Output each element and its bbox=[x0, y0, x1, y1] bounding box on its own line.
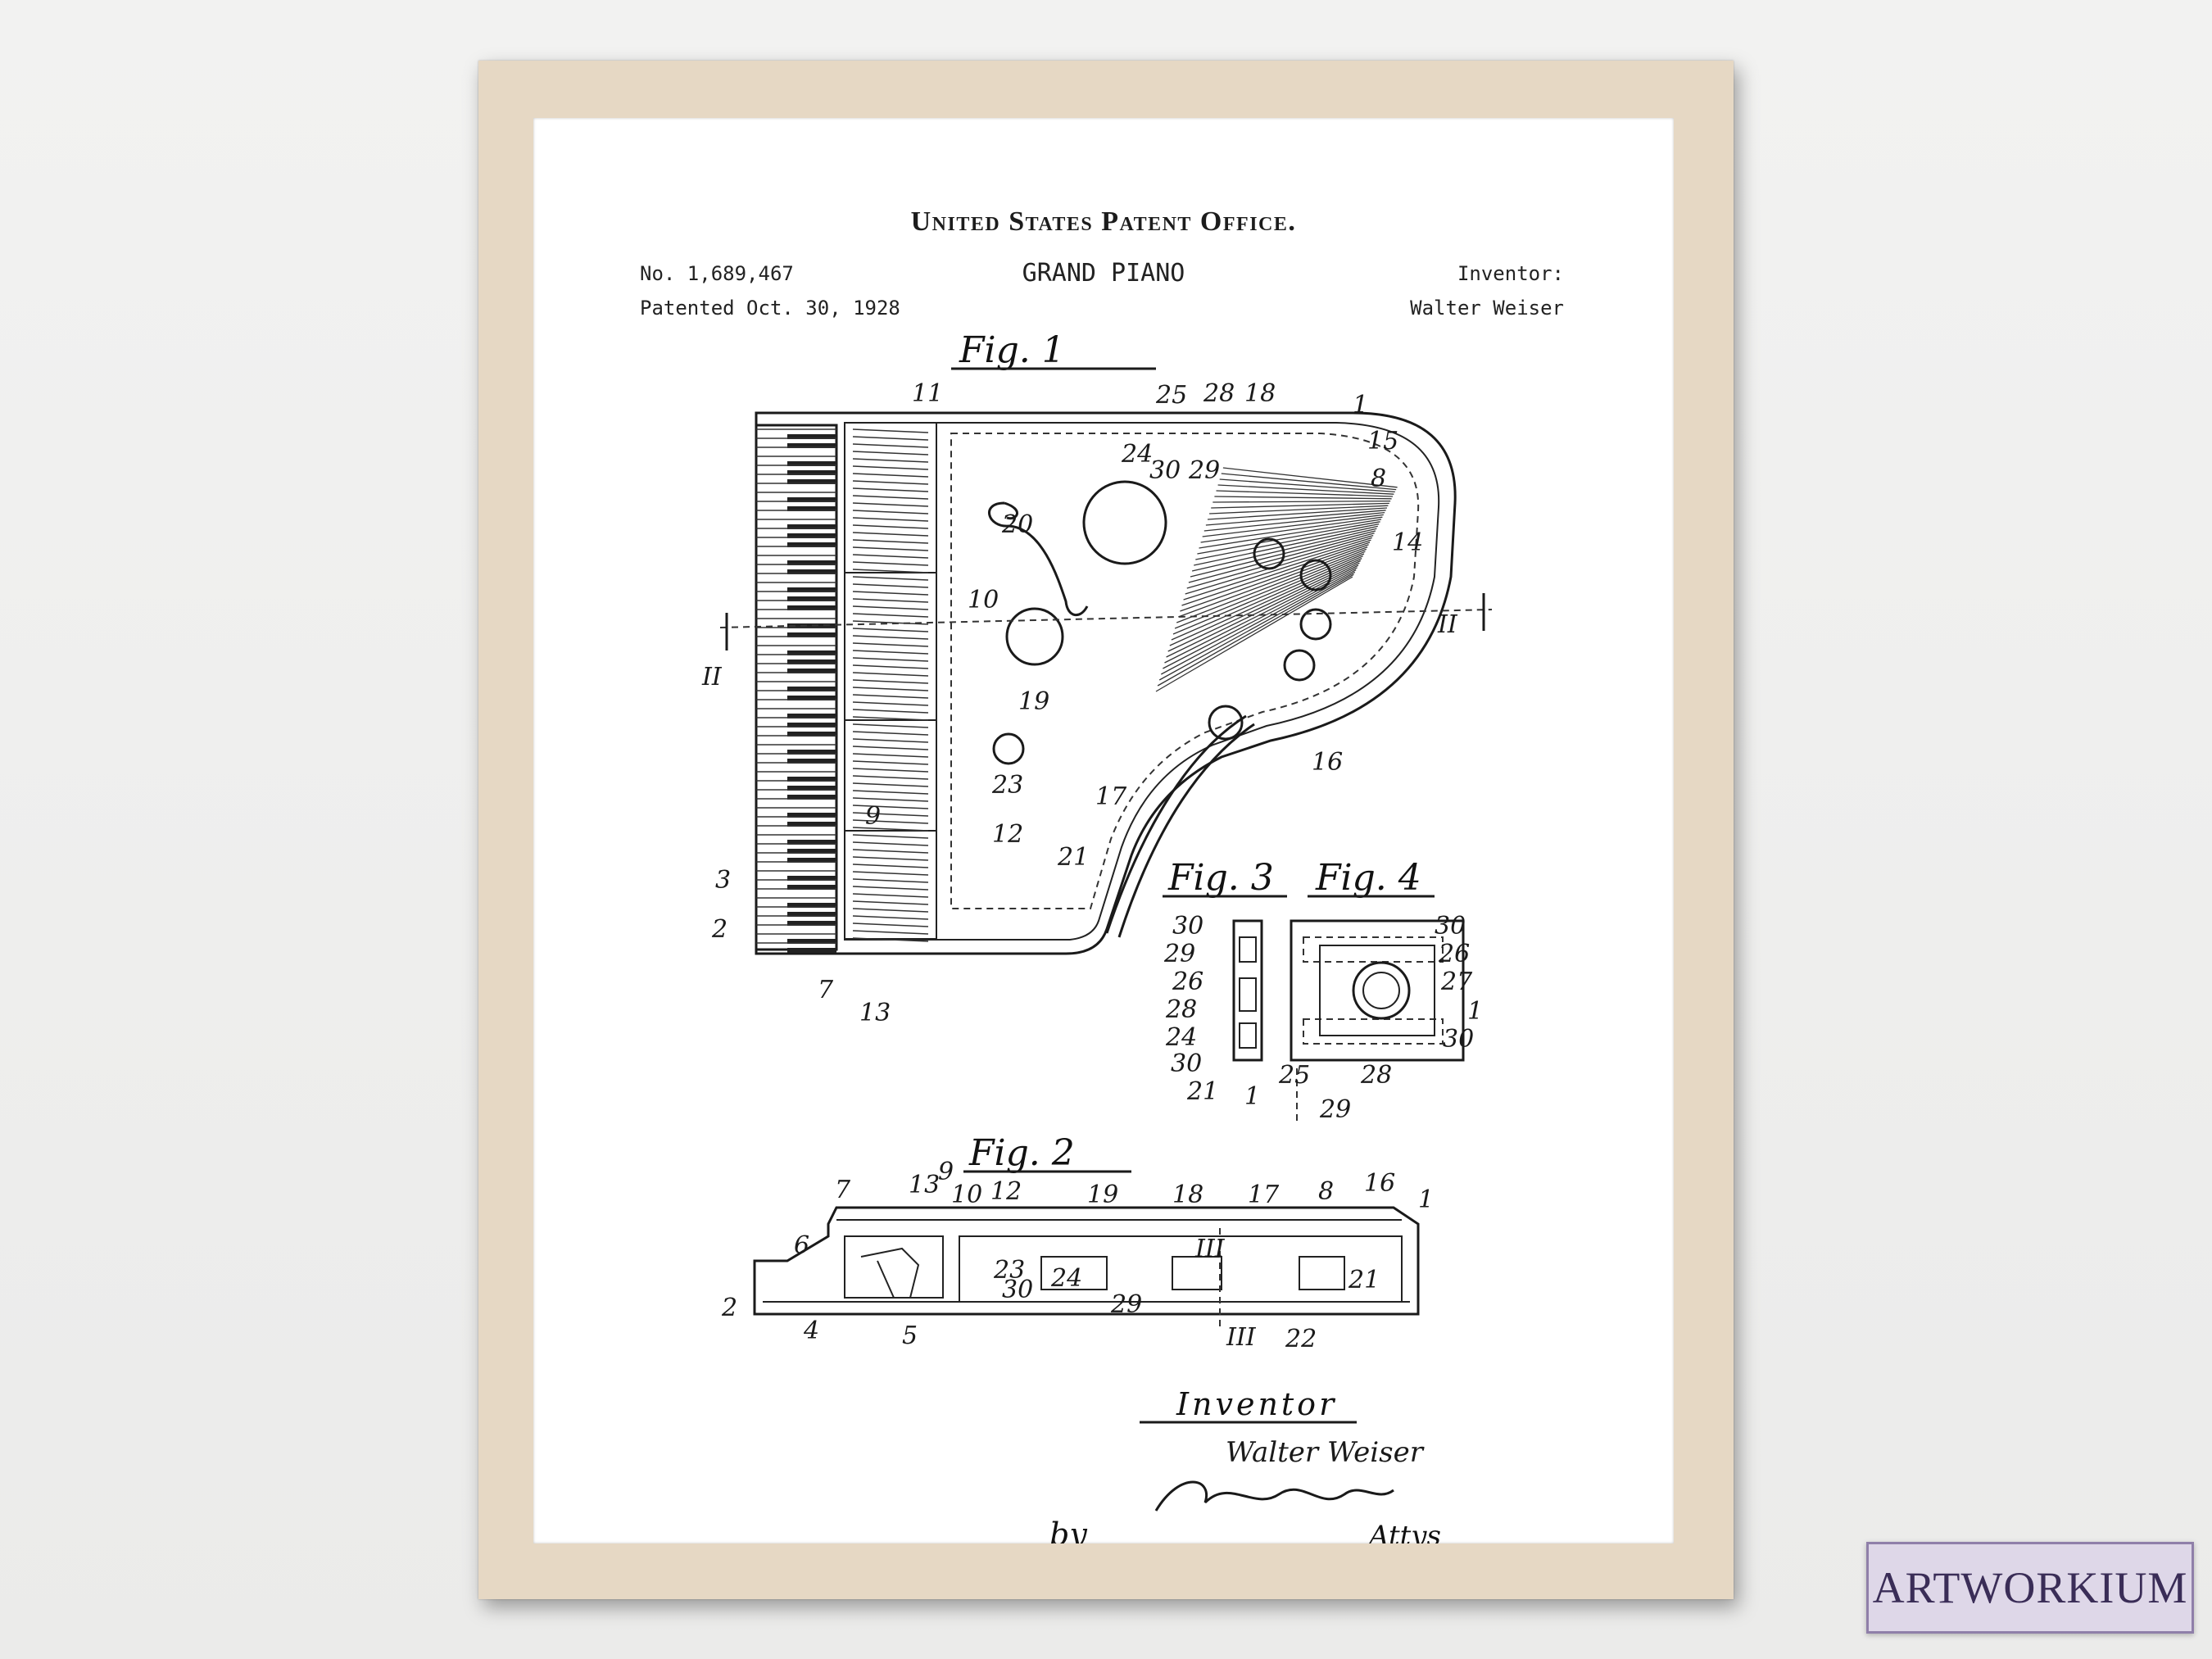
fig2-caption: Fig. 2 bbox=[968, 1132, 1075, 1174]
fig2-label: 7 bbox=[835, 1176, 851, 1204]
fig34-label: 26 bbox=[1172, 968, 1203, 996]
fig3-caption: Fig. 3 bbox=[1167, 857, 1274, 899]
fig2-label: III bbox=[1226, 1323, 1257, 1352]
fig1-caption: Fig. 1 bbox=[959, 329, 1065, 371]
fig2-label: 30 bbox=[1002, 1276, 1033, 1304]
fig1-label: 28 bbox=[1203, 379, 1235, 408]
fig1-label: 16 bbox=[1312, 748, 1343, 777]
fig1-label: 10 bbox=[968, 586, 999, 614]
brand-name: ARTWORKIUM bbox=[1872, 1563, 2188, 1612]
fig34-label: 30 bbox=[1435, 912, 1466, 941]
fig1-label: 24 bbox=[1121, 440, 1153, 469]
fig1-label: 13 bbox=[859, 999, 891, 1027]
fig34-label: 1 bbox=[1467, 997, 1483, 1026]
fig34-label: 24 bbox=[1165, 1023, 1197, 1052]
fig34-label: 21 bbox=[1186, 1077, 1218, 1106]
fig2-label: 16 bbox=[1364, 1169, 1395, 1198]
fig2-section-view: Fig. 2 bbox=[753, 1132, 1420, 1330]
fig1-label: 14 bbox=[1392, 528, 1423, 557]
fig1-label: 1 bbox=[1353, 391, 1368, 419]
fig2-label: 4 bbox=[803, 1317, 819, 1345]
fig34-label: 25 bbox=[1278, 1061, 1310, 1090]
fig2-label: 29 bbox=[1110, 1290, 1142, 1319]
patent-title: GRAND PIANO bbox=[1022, 259, 1185, 288]
fig2-label: 8 bbox=[1318, 1177, 1334, 1206]
fig1-label: 8 bbox=[1371, 465, 1386, 493]
fig34-label: 29 bbox=[1163, 940, 1195, 968]
fig1-label: 25 bbox=[1155, 381, 1187, 410]
fig1-label: 29 bbox=[1188, 456, 1220, 485]
fig2-label: III bbox=[1194, 1235, 1226, 1263]
fig2-label: 17 bbox=[1248, 1181, 1280, 1209]
fig34-label: 30 bbox=[1171, 1049, 1202, 1078]
piano-keys bbox=[756, 428, 836, 953]
patent-number: No. 1,689,467 bbox=[640, 262, 794, 285]
fig1-label: 23 bbox=[991, 771, 1023, 800]
artworkium-logo: ARTWORKIUM bbox=[1866, 1542, 2194, 1634]
inventor-name: Walter Weiser bbox=[1410, 297, 1564, 320]
fig34-label: 26 bbox=[1438, 940, 1470, 968]
fig34-label: 28 bbox=[1165, 995, 1197, 1024]
fig1-label: 20 bbox=[1001, 510, 1033, 539]
fig1-label: 21 bbox=[1057, 843, 1089, 872]
picture-frame: United States Patent Office. No. 1,689,4… bbox=[478, 61, 1734, 1599]
strings-hatch-left bbox=[852, 428, 929, 942]
fig2-label: 2 bbox=[721, 1294, 737, 1322]
fig34-label: 29 bbox=[1319, 1095, 1351, 1124]
fig1-label: 9 bbox=[865, 802, 881, 831]
fig34-label: 28 bbox=[1360, 1061, 1392, 1090]
fig34-label: 27 bbox=[1440, 968, 1473, 996]
fig1-label: 2 bbox=[711, 915, 728, 944]
fig2-label: 22 bbox=[1285, 1325, 1317, 1353]
fig34-label: 30 bbox=[1443, 1025, 1474, 1054]
patent-office-heading: United States Patent Office. bbox=[910, 206, 1297, 237]
inventor-label: Inventor: bbox=[1457, 262, 1564, 285]
fig2-label: 21 bbox=[1348, 1266, 1380, 1294]
fig4-caption: Fig. 4 bbox=[1315, 857, 1421, 899]
strings-hatch-right bbox=[1155, 467, 1398, 692]
fig2-label: 24 bbox=[1050, 1264, 1082, 1293]
fig2-label: 13 bbox=[909, 1171, 940, 1199]
signature-inventor-name: Walter Weiser bbox=[1226, 1436, 1425, 1469]
fig1-label: 12 bbox=[992, 820, 1023, 849]
fig2-label: 1 bbox=[1418, 1185, 1434, 1214]
signature-inventor-heading: Inventor bbox=[1176, 1386, 1337, 1422]
patent-drawing: Fig. 1 bbox=[701, 329, 1493, 1543]
fig34-label: 30 bbox=[1172, 912, 1203, 941]
fig2-label: 12 bbox=[990, 1177, 1022, 1206]
fig1-label: II bbox=[1437, 610, 1458, 639]
fig1-label: 3 bbox=[715, 866, 731, 895]
fig2-label: 18 bbox=[1172, 1181, 1203, 1209]
fig2-label: 5 bbox=[902, 1321, 918, 1350]
patent-date: Patented Oct. 30, 1928 bbox=[640, 297, 900, 320]
fig1-label: 18 bbox=[1244, 379, 1276, 408]
fig1-label: 15 bbox=[1367, 427, 1398, 456]
signature-attys: Attys bbox=[1367, 1520, 1441, 1543]
fig1-label: II bbox=[701, 663, 723, 691]
fig2-label: 10 bbox=[951, 1181, 982, 1209]
fig1-label: 17 bbox=[1095, 782, 1127, 811]
fig1-label: 19 bbox=[1018, 687, 1049, 716]
patent-print: United States Patent Office. No. 1,689,4… bbox=[533, 118, 1674, 1543]
fig3-fig4-detail: Fig. 3 Fig. 4 bbox=[1163, 857, 1465, 1126]
fig2-label: 6 bbox=[794, 1231, 809, 1260]
signature-block: Inventor Walter Weiser by Attys bbox=[1049, 1386, 1441, 1543]
fig2-label: 19 bbox=[1087, 1181, 1118, 1209]
fig1-label: 7 bbox=[818, 976, 834, 1004]
fig1-label: 11 bbox=[912, 379, 943, 408]
fig34-label: 1 bbox=[1244, 1082, 1260, 1111]
fig2-label: 9 bbox=[938, 1158, 954, 1186]
fig1-piano-top-view: Fig. 1 bbox=[719, 329, 1493, 955]
fig1-label: 30 bbox=[1149, 456, 1181, 485]
fig2-label: 23 bbox=[993, 1256, 1025, 1285]
signature-by: by bbox=[1049, 1516, 1087, 1543]
